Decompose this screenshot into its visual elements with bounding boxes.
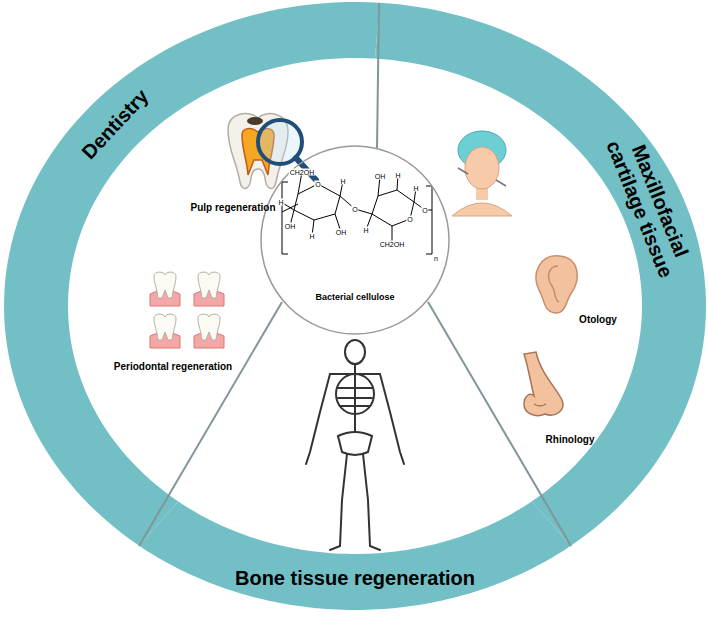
nose [524, 352, 563, 416]
spine [354, 364, 356, 440]
leg [363, 454, 380, 550]
circle-outline [261, 146, 449, 334]
ring-bond [372, 196, 378, 214]
face [465, 147, 499, 189]
tooth-cavity [247, 117, 263, 125]
sector-divider [428, 302, 571, 546]
nostril [534, 404, 546, 406]
atom-label: CH2OH [379, 241, 406, 248]
leg [330, 454, 347, 550]
panel-label: Rhinology [546, 435, 595, 445]
atom-label: H [412, 185, 419, 192]
ear [536, 256, 577, 313]
ribcage [336, 374, 374, 414]
atom-label: OH [374, 173, 387, 180]
periodontal-teeth-icon [150, 272, 224, 348]
bracket [426, 186, 432, 254]
bracket [282, 182, 288, 254]
tooth-gum [150, 314, 180, 348]
atom-label: OH [335, 229, 348, 236]
atom-label: H [394, 172, 401, 179]
sector-divider [377, 3, 379, 148]
pelvis [338, 432, 372, 455]
face-icon [452, 131, 512, 216]
atom-label: CH2OH [289, 169, 316, 176]
ring-bond [372, 214, 392, 226]
ear-fold [549, 266, 559, 302]
tooth-gum [194, 272, 224, 306]
band-title: Bone tissue regeneration [235, 567, 475, 589]
rib [340, 405, 370, 407]
atom-label: O [314, 181, 321, 188]
rib [338, 397, 372, 399]
nose-icon [524, 352, 563, 416]
arm [306, 374, 330, 464]
shoulders [452, 203, 512, 216]
band-segment [375, 3, 706, 546]
ring-bond [294, 194, 298, 210]
atom-label: O [351, 206, 358, 213]
arm [380, 374, 404, 464]
skull [345, 340, 365, 364]
rib [338, 387, 372, 389]
band-segment [139, 501, 571, 610]
panel-label: Periodontal regeneration [114, 362, 232, 372]
ring-bond [335, 196, 340, 214]
ear-icon [536, 256, 577, 313]
ring-bond [378, 190, 397, 196]
needle [496, 180, 506, 186]
atom-label: O [421, 207, 428, 214]
atom-label: H [362, 227, 369, 234]
band-segment [4, 2, 379, 546]
ring-bond [397, 190, 414, 202]
skeleton-figure [306, 340, 404, 550]
tooth-gum [194, 314, 224, 348]
panel-label: Pulp regeneration [190, 203, 275, 213]
panel-label: Otology [579, 315, 617, 325]
needle [458, 168, 468, 174]
atom-label: O [406, 216, 413, 223]
node-label: Bacterial cellulose [315, 293, 394, 303]
repeat-index: n [433, 255, 439, 262]
atom-label: H [308, 233, 315, 240]
atom-label: H [339, 178, 346, 185]
sector-divider [139, 302, 282, 546]
ring-bond [314, 214, 335, 220]
tooth-gum [150, 272, 180, 306]
atom-label: H [277, 199, 284, 206]
ring-bond [294, 210, 314, 220]
pulp-tooth-icon [228, 114, 316, 189]
atom-label: OH [284, 223, 297, 230]
